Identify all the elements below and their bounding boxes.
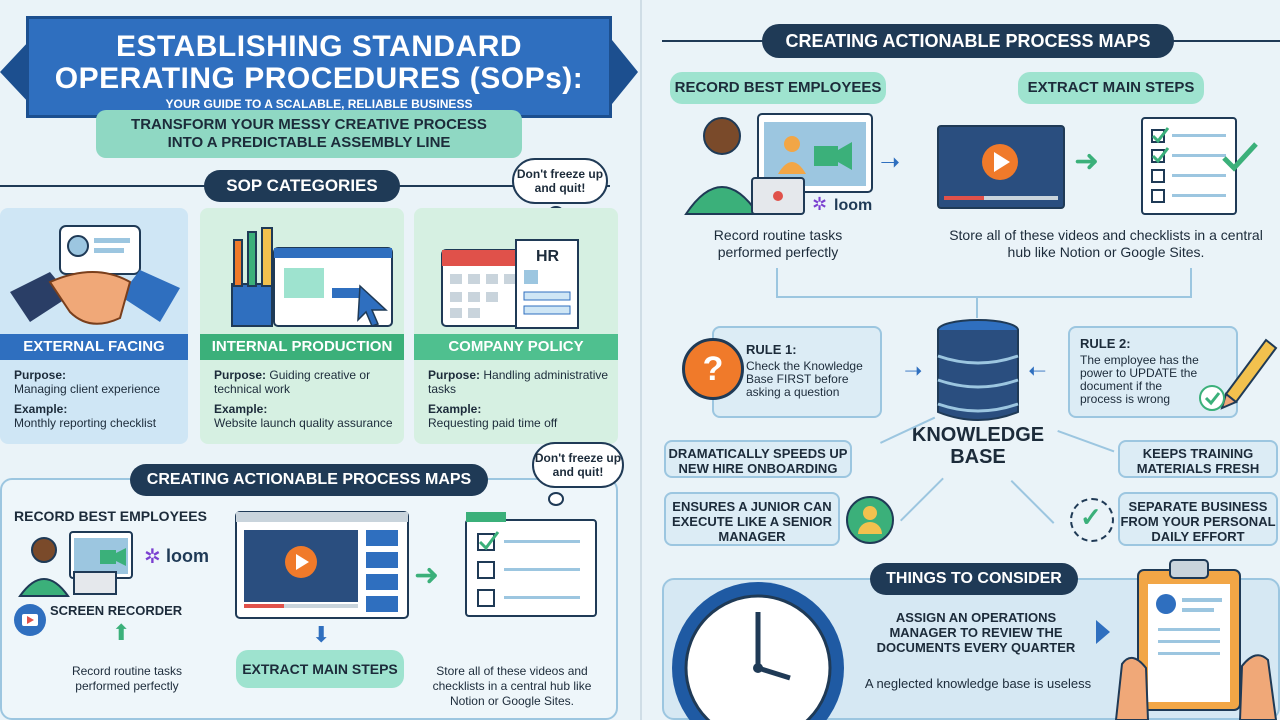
banner-ribbon-left: [0, 40, 30, 104]
arrow-right-icon: ➜: [1074, 145, 1100, 178]
user-avatar-icon: [846, 496, 894, 544]
purpose-text: Managing client experience: [14, 382, 161, 396]
play-arrow-icon: [1096, 620, 1110, 644]
checklist-icon: [465, 512, 597, 617]
benefit-onboarding: DRAMATICALLY SPEEDS UP NEW HIRE ONBOARDI…: [664, 440, 852, 478]
connector-line: [776, 268, 778, 298]
arrow-right-icon: ➝: [880, 149, 901, 176]
subtitle-line-2: INTO A PREDICTABLE ASSEMBLY LINE: [167, 134, 451, 151]
design-tools-icon: [231, 227, 393, 327]
video-library-icon: [235, 511, 409, 619]
loom-icon: ✲: [144, 546, 161, 568]
screen-recorder-label: SCREEN RECORDER: [50, 603, 183, 618]
example-label: Example:: [428, 402, 482, 416]
example-label: Example:: [214, 402, 268, 416]
card-body-internal: Purpose: Guiding creative or technical w…: [214, 368, 404, 430]
refresh-check-icon: ✓: [1070, 498, 1114, 542]
loom-label-left: loom: [166, 546, 209, 566]
example-text: Requesting paid time off: [428, 416, 558, 430]
purpose-text: Handling administrative tasks: [428, 368, 609, 396]
card-company-policy: HR COMPANY POLICY Purpose: Handling admi…: [414, 208, 618, 444]
knowledge-base-label: KNOWLEDGE BASE: [900, 424, 1056, 468]
record-employees-label-left: RECORD BEST EMPLOYEES: [14, 508, 207, 524]
employee-recording-icon-right: [684, 113, 873, 215]
benefit-separate-business: SEPARATE BUSINESS FROM YOUR PERSONAL DAI…: [1118, 492, 1278, 546]
arrow-up-icon: ⬆: [112, 620, 131, 645]
rule-2-box: [1068, 326, 1238, 418]
connector-line: [900, 477, 944, 522]
clipboard-hands-icon: [1114, 559, 1278, 720]
banner-ribbon-right: [612, 40, 638, 104]
loom-icon-right: ✲: [812, 194, 828, 214]
card-title-external: EXTERNAL FACING: [0, 334, 188, 360]
purpose-label: Purpose:: [14, 368, 67, 382]
arrow-down-icon: ⬇: [312, 622, 331, 647]
rule-2-text: The employee has the power to UPDATE the…: [1080, 353, 1199, 406]
question-icon: ?: [682, 338, 744, 400]
tagline: YOUR GUIDE TO A SCALABLE, RELIABLE BUSIN…: [165, 97, 473, 111]
checklist-icon-right: [1141, 117, 1258, 215]
purpose-label: Purpose:: [214, 368, 267, 382]
extract-steps-label-left: EXTRACT MAIN STEPS: [236, 650, 404, 688]
benefit-junior-senior: ENSURES A JUNIOR CAN EXECUTE LIKE A SENI…: [664, 492, 840, 546]
kb-label-1: KNOWLEDGE: [911, 424, 1045, 446]
kb-label-2: BASE: [950, 446, 1006, 468]
process-maps-heading-left: CREATING ACTIONABLE PROCESS MAPS: [130, 464, 488, 496]
purpose-label: Purpose:: [428, 368, 481, 382]
consider-heading: THINGS TO CONSIDER: [870, 563, 1078, 595]
card-title-policy: COMPANY POLICY: [414, 334, 618, 360]
benefit-fresh-materials: KEEPS TRAINING MATERIALS FRESH: [1118, 440, 1278, 478]
title-line-2: OPERATING PROCEDURES (SOPs):: [54, 62, 584, 95]
rule-1-title: RULE 1:: [746, 342, 797, 357]
hr-label: HR: [536, 248, 560, 265]
screen-recorder-icon: [14, 604, 46, 636]
connector-line: [1190, 268, 1192, 298]
connector-line: [976, 296, 978, 318]
connector-line: [1057, 430, 1115, 453]
consider-note: A neglected knowledge base is useless: [864, 676, 1092, 691]
speech-bubble-2: Don't freeze up and quit!: [532, 442, 624, 488]
card-external-facing: EXTERNAL FACING Purpose: Managing client…: [0, 208, 188, 444]
video-player-icon: [937, 125, 1065, 209]
card-title-internal: INTERNAL PRODUCTION: [200, 334, 404, 360]
loom-label-right: loom: [834, 197, 873, 214]
panel-divider: [640, 0, 642, 720]
pencil-check-icon: [1199, 338, 1278, 411]
card-body-policy: Purpose: Handling administrative tasks E…: [428, 368, 618, 430]
title-line-1: ESTABLISHING STANDARD: [115, 30, 523, 63]
extract-steps-label-right: EXTRACT MAIN STEPS: [1018, 72, 1204, 104]
bubble-dot: [548, 492, 564, 506]
purpose-text: Guiding creative or technical work: [214, 368, 371, 396]
subtitle-box: TRANSFORM YOUR MESSY CREATIVE PROCESS IN…: [96, 110, 522, 158]
arrow-right-icon: ➝: [904, 358, 923, 383]
store-caption-right: Store all of these videos and checklists…: [949, 227, 1263, 260]
clock-icon: [672, 582, 844, 720]
example-text: Website launch quality assurance: [214, 416, 393, 430]
rule-2-title: RULE 2:: [1080, 336, 1131, 351]
sop-categories-heading: SOP CATEGORIES: [204, 170, 400, 202]
record-caption-right: Record routine tasks performed perfectly: [713, 227, 843, 260]
record-employees-label-right: RECORD BEST EMPLOYEES: [670, 72, 886, 104]
database-icon: [937, 319, 1019, 421]
record-caption-left: Record routine tasks performed perfectly: [71, 664, 183, 693]
subtitle-line-1: TRANSFORM YOUR MESSY CREATIVE PROCESS: [131, 116, 487, 133]
connector-line: [1010, 480, 1055, 524]
example-text: Monthly reporting checklist: [14, 416, 157, 430]
connector-line: [776, 296, 1192, 298]
arrow-right-icon: ➜: [414, 559, 440, 592]
employee-recording-icon: [18, 531, 133, 597]
title-banner: ESTABLISHING STANDARD OPERATING PROCEDUR…: [26, 16, 612, 118]
process-maps-heading-right: CREATING ACTIONABLE PROCESS MAPS: [762, 24, 1174, 58]
card-internal-production: INTERNAL PRODUCTION Purpose: Guiding cre…: [200, 208, 404, 444]
card-body-external: Purpose: Managing client experience Exam…: [14, 368, 160, 430]
speech-bubble-1: Don't freeze up and quit!: [512, 158, 608, 204]
consider-text: ASSIGN AN OPERATIONS MANAGER TO REVIEW T…: [876, 610, 1076, 655]
calendar-hr-icon: [441, 239, 579, 329]
handshake-icon: [10, 225, 180, 325]
store-caption-left: Store all of these videos and checklists…: [432, 664, 592, 708]
example-label: Example:: [14, 402, 68, 416]
rule-1-text: Check the Knowledge Base FIRST before as…: [746, 359, 863, 399]
arrow-left-icon: ➝: [1028, 358, 1047, 383]
